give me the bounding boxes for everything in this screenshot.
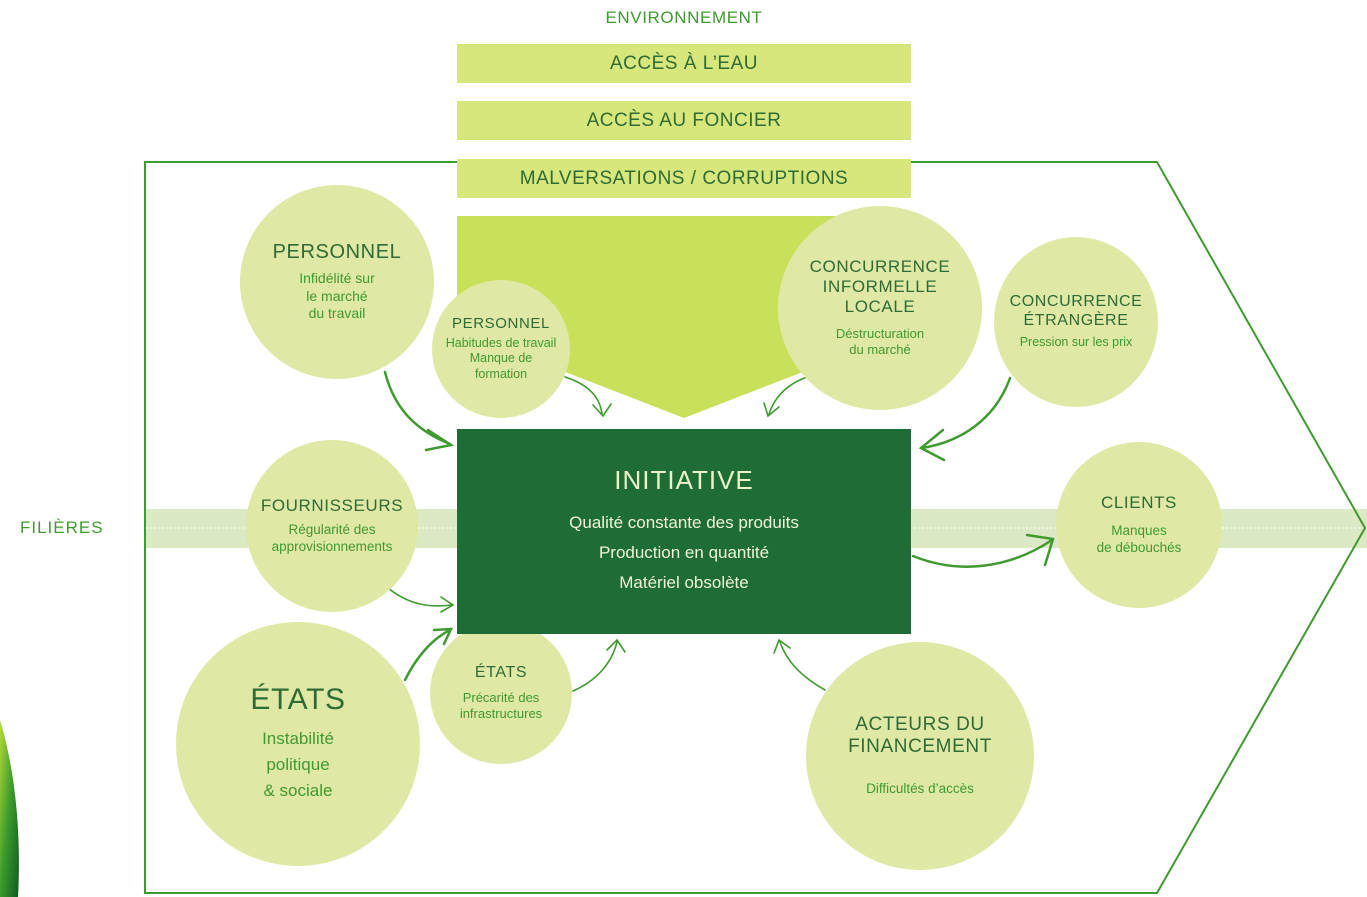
arrow-personnel-small-head bbox=[592, 403, 612, 418]
arrow-etats-large bbox=[403, 628, 452, 682]
circle-subtitle: Habitudes de travail Manque de formation bbox=[445, 335, 557, 381]
circle-subtitle: Déstructuration du marché bbox=[835, 326, 925, 358]
env-bar-foncier: ACCÈS AU FONCIER bbox=[457, 101, 911, 140]
circle-title: CONCURRENCE ÉTRANGÈRE bbox=[1009, 293, 1143, 329]
arrow-concurrence-locale-head bbox=[763, 402, 780, 418]
circle-subtitle: Instabilité politique & sociale bbox=[262, 728, 334, 801]
filieres-label: FILIÈRES bbox=[20, 518, 104, 537]
arrow-financement-head bbox=[773, 638, 791, 654]
arrow-personnel-small bbox=[564, 376, 603, 415]
circle-etats-large: ÉTATS Instabilité politique & sociale bbox=[176, 622, 420, 866]
env-bar-corruption: MALVERSATIONS / CORRUPTIONS bbox=[457, 159, 911, 198]
arrow-etats-large-head bbox=[432, 627, 454, 646]
circle-concurrence-etrangere: CONCURRENCE ÉTRANGÈRE Pression sur les p… bbox=[994, 237, 1158, 407]
circle-clients: CLIENTS Manques de débouchés bbox=[1056, 442, 1222, 608]
circle-title: ÉTATS bbox=[474, 663, 528, 681]
initiative-line: Production en quantité bbox=[598, 543, 770, 562]
arrow-initiative-clients-head bbox=[1025, 533, 1055, 567]
circle-title: FOURNISSEURS bbox=[260, 496, 404, 516]
arrow-concurrence-etrangere-head bbox=[918, 428, 946, 462]
leaf-decoration bbox=[0, 720, 19, 897]
arrow-etats-small-head bbox=[606, 638, 626, 653]
circle-title: ACTEURS DU FINANCEMENT bbox=[848, 713, 992, 757]
arrow-financement bbox=[779, 641, 826, 691]
circle-subtitle: Infidélité sur le marché du travail bbox=[299, 270, 375, 322]
circle-subtitle: Précarité des infrastructures bbox=[459, 689, 543, 722]
circle-subtitle: Manques de débouchés bbox=[1096, 522, 1182, 555]
arrow-concurrence-locale bbox=[768, 375, 811, 415]
circle-subtitle: Régularité des approvisionnements bbox=[271, 521, 393, 554]
circle-fournisseurs: FOURNISSEURS Régularité des approvisionn… bbox=[246, 440, 418, 612]
circle-etats-small: ÉTATS Précarité des infrastructures bbox=[430, 622, 572, 764]
env-bar-eau: ACCÈS À L’EAU bbox=[457, 44, 911, 83]
pentagon-outline bbox=[144, 161, 1367, 894]
arrow-fournisseurs bbox=[387, 587, 453, 607]
arrow-initiative-clients bbox=[911, 538, 1054, 568]
circle-concurrence-locale: CONCURRENCE INFORMELLE LOCALE Déstructur… bbox=[778, 206, 982, 410]
arrow-fournisseurs-head bbox=[440, 596, 455, 613]
initiative-line: Qualité constante des produits bbox=[569, 513, 799, 532]
arrow-personnel-large-head bbox=[424, 428, 455, 452]
arrow-etats-small bbox=[572, 641, 618, 692]
circle-title: CONCURRENCE INFORMELLE LOCALE bbox=[809, 257, 951, 316]
circle-financement: ACTEURS DU FINANCEMENT Difficultés d’acc… bbox=[806, 642, 1034, 870]
circle-title: PERSONNEL bbox=[452, 315, 550, 333]
arrow-personnel-large bbox=[383, 370, 452, 446]
circle-title: ÉTATS bbox=[250, 683, 346, 717]
initiative-line: Matériel obsolète bbox=[619, 573, 749, 592]
arrow-concurrence-etrangere bbox=[920, 376, 1012, 450]
circle-title: PERSONNEL bbox=[272, 241, 402, 264]
initiative-box: INITIATIVE Qualité constante des produit… bbox=[457, 429, 911, 634]
circle-subtitle: Difficultés d’accès bbox=[866, 781, 974, 797]
circle-personnel-large: PERSONNEL Infidélité sur le marché du tr… bbox=[240, 185, 434, 379]
initiative-title: INITIATIVE bbox=[614, 465, 754, 495]
environment-title: ENVIRONNEMENT bbox=[605, 8, 763, 27]
circle-title: CLIENTS bbox=[1101, 493, 1177, 513]
circle-personnel-small: PERSONNEL Habitudes de travail Manque de… bbox=[432, 280, 570, 418]
circle-subtitle: Pression sur les prix bbox=[1019, 335, 1133, 350]
